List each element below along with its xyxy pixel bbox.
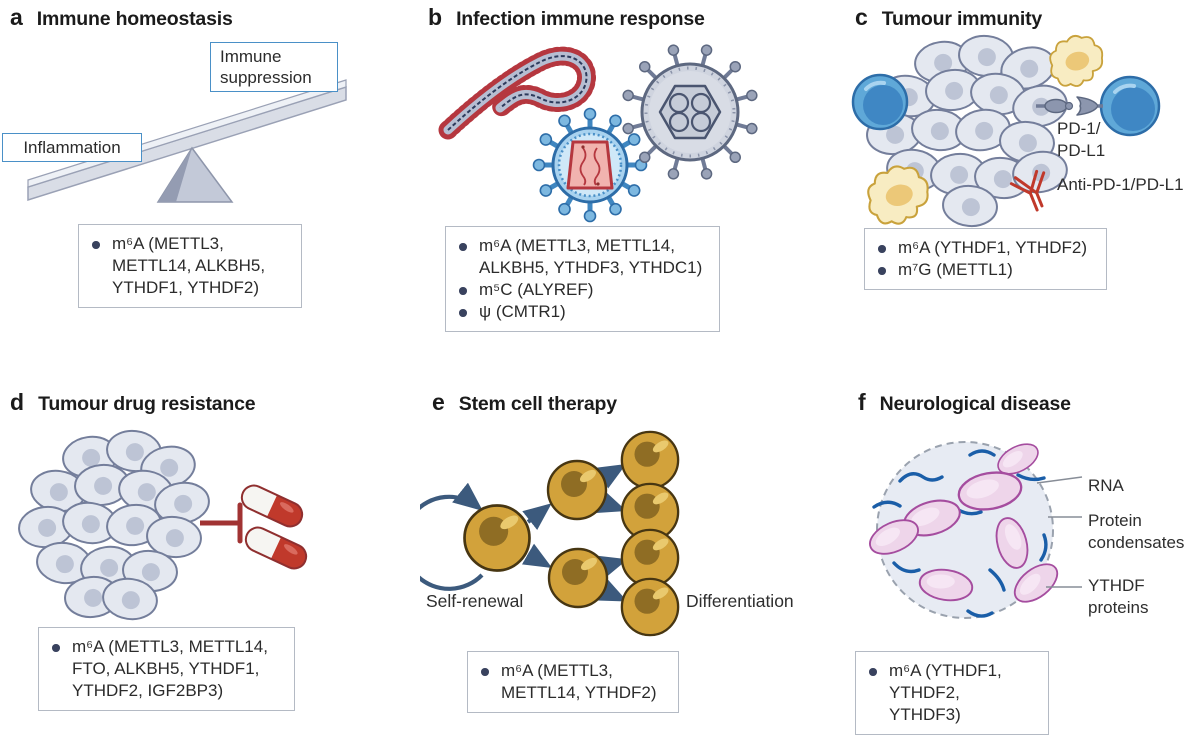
t-cell-icon bbox=[851, 73, 909, 131]
label-anti-pd1-pdl1: Anti-PD-1/PD-L1 bbox=[1057, 175, 1184, 194]
panel-title: Tumour drug resistance bbox=[38, 393, 256, 415]
label-ythdf-proteins: YTHDF proteins bbox=[1088, 576, 1149, 617]
bullet-item: m⁶A (METTL3, METTL14, FTO, ALKBH5, YTHDF… bbox=[52, 636, 281, 702]
bullet-item: m⁶A (METTL3, METTL14, YTHDF2) bbox=[481, 660, 665, 704]
panel-letter: a bbox=[10, 4, 23, 30]
panel-infection-immune-response: b Infection immune response bbox=[420, 0, 850, 380]
stem-cell-icon bbox=[547, 547, 609, 609]
bullet-dot-icon bbox=[481, 660, 501, 704]
panel-immune-homeostasis: a Immune homeostasis Immune suppression … bbox=[0, 0, 420, 380]
bullet-item: m⁵C (ALYREF) bbox=[459, 279, 706, 301]
label-inflammation: Inflammation bbox=[2, 133, 142, 162]
label-differentiation: Differentiation bbox=[686, 591, 794, 611]
panel-title: Immune homeostasis bbox=[36, 8, 233, 30]
leader-lines bbox=[1036, 476, 1083, 588]
bullet-dot-icon bbox=[92, 233, 112, 299]
panel-header: e Stem cell therapy bbox=[432, 389, 617, 417]
tumour-cluster-icon bbox=[16, 427, 213, 624]
stem-cell-icon bbox=[620, 430, 680, 490]
filovirus-icon bbox=[438, 46, 596, 140]
panel-tumour-drug-resistance: d Tumour drug resistance bbox=[0, 385, 420, 714]
tumour-pills-icon bbox=[16, 427, 308, 624]
panel-letter: e bbox=[432, 389, 445, 415]
macrophage-icon bbox=[867, 165, 929, 225]
panel-title: Infection immune response bbox=[456, 8, 705, 30]
modifications-box: m⁶A (METTL3, METTL14, ALKBH5, YTHDF3, YT… bbox=[445, 226, 720, 332]
modifications-box: m⁶A (METTL3, METTL14, YTHDF2) bbox=[467, 651, 679, 713]
macrophage-icon bbox=[1049, 34, 1104, 87]
t-cell-icon bbox=[1099, 75, 1161, 137]
panel-tumour-immunity: c Tumour immunity bbox=[850, 0, 1200, 380]
modifications-box: m⁶A (METTL3, METTL14, ALKBH5, YTHDF1, YT… bbox=[78, 224, 302, 308]
bullet-dot-icon bbox=[459, 279, 479, 301]
stem-cell-lineage-icon bbox=[420, 430, 680, 637]
panel-header: d Tumour drug resistance bbox=[10, 389, 256, 417]
bullet-item: m⁶A (YTHDF1, YTHDF2) bbox=[878, 237, 1093, 259]
herpesvirus-icon bbox=[622, 44, 758, 180]
pill-capsule-icon bbox=[240, 484, 304, 528]
bullet-dot-icon bbox=[878, 259, 898, 281]
panel-letter: c bbox=[855, 4, 868, 30]
modifications-box: m⁶A (YTHDF1, YTHDF2) m⁷G (METTL1) bbox=[864, 228, 1107, 290]
label-immune-suppression: Immune suppression bbox=[210, 42, 338, 92]
bullet-dot-icon bbox=[459, 235, 479, 279]
antibody-icon bbox=[1009, 169, 1046, 212]
bullet-item: m⁶A (METTL3, METTL14, ALKBH5, YTHDF3, YT… bbox=[459, 235, 706, 279]
protein-condensate-icon bbox=[863, 437, 1083, 619]
panel-title: Stem cell therapy bbox=[458, 393, 617, 415]
bullet-item: m⁷G (METTL1) bbox=[878, 259, 1093, 281]
panel-neurological-disease: f Neurological disease bbox=[850, 385, 1200, 735]
bullet-item: m⁶A (YTHDF1, YTHDF2, YTHDF3) bbox=[869, 660, 1035, 726]
label-pd1-pdl1: PD-1/ PD-L1 bbox=[1057, 119, 1106, 160]
stem-cell-icon bbox=[620, 528, 680, 588]
pd1-pdl1-icon bbox=[1036, 96, 1103, 116]
panel-header: a Immune homeostasis bbox=[10, 4, 233, 32]
pill-capsule-icon bbox=[244, 526, 308, 570]
label-self-renewal: Self-renewal bbox=[426, 591, 524, 611]
panel-header: b Infection immune response bbox=[428, 4, 705, 32]
modifications-box: m⁶A (METTL3, METTL14, FTO, ALKBH5, YTHDF… bbox=[38, 627, 295, 711]
stem-cell-icon bbox=[463, 504, 531, 572]
panel-title: Tumour immunity bbox=[881, 8, 1043, 30]
bullet-dot-icon bbox=[459, 301, 479, 323]
bullet-dot-icon bbox=[869, 660, 889, 726]
label-rna: RNA bbox=[1088, 476, 1124, 495]
panel-title: Neurological disease bbox=[879, 393, 1071, 415]
label-protein-condensates: Protein condensates bbox=[1088, 511, 1185, 552]
bullet-dot-icon bbox=[878, 237, 898, 259]
inhibition-arrow-icon bbox=[200, 502, 243, 544]
self-renewal-arrow-icon bbox=[420, 482, 484, 591]
viruses-icon bbox=[438, 44, 758, 223]
panel-letter: f bbox=[858, 389, 866, 415]
bullet-item: ψ (CMTR1) bbox=[459, 301, 706, 323]
bullet-dot-icon bbox=[52, 636, 72, 702]
panel-header: c Tumour immunity bbox=[855, 4, 1042, 32]
panel-header: f Neurological disease bbox=[858, 389, 1071, 417]
stem-cell-icon bbox=[546, 459, 608, 521]
panel-letter: d bbox=[10, 389, 25, 415]
modifications-box: m⁶A (YTHDF1, YTHDF2, YTHDF3) bbox=[855, 651, 1049, 735]
coronavirus-icon bbox=[532, 107, 648, 223]
bullet-item: m⁶A (METTL3, METTL14, ALKBH5, YTHDF1, YT… bbox=[92, 233, 288, 299]
panel-letter: b bbox=[428, 4, 443, 30]
panel-stem-cell-therapy: e Stem cell therapy bbox=[420, 385, 850, 714]
tumour-immune-cells-icon bbox=[851, 32, 1161, 230]
stem-cell-icon bbox=[620, 577, 680, 637]
differentiation-arrows-icon bbox=[521, 463, 628, 602]
